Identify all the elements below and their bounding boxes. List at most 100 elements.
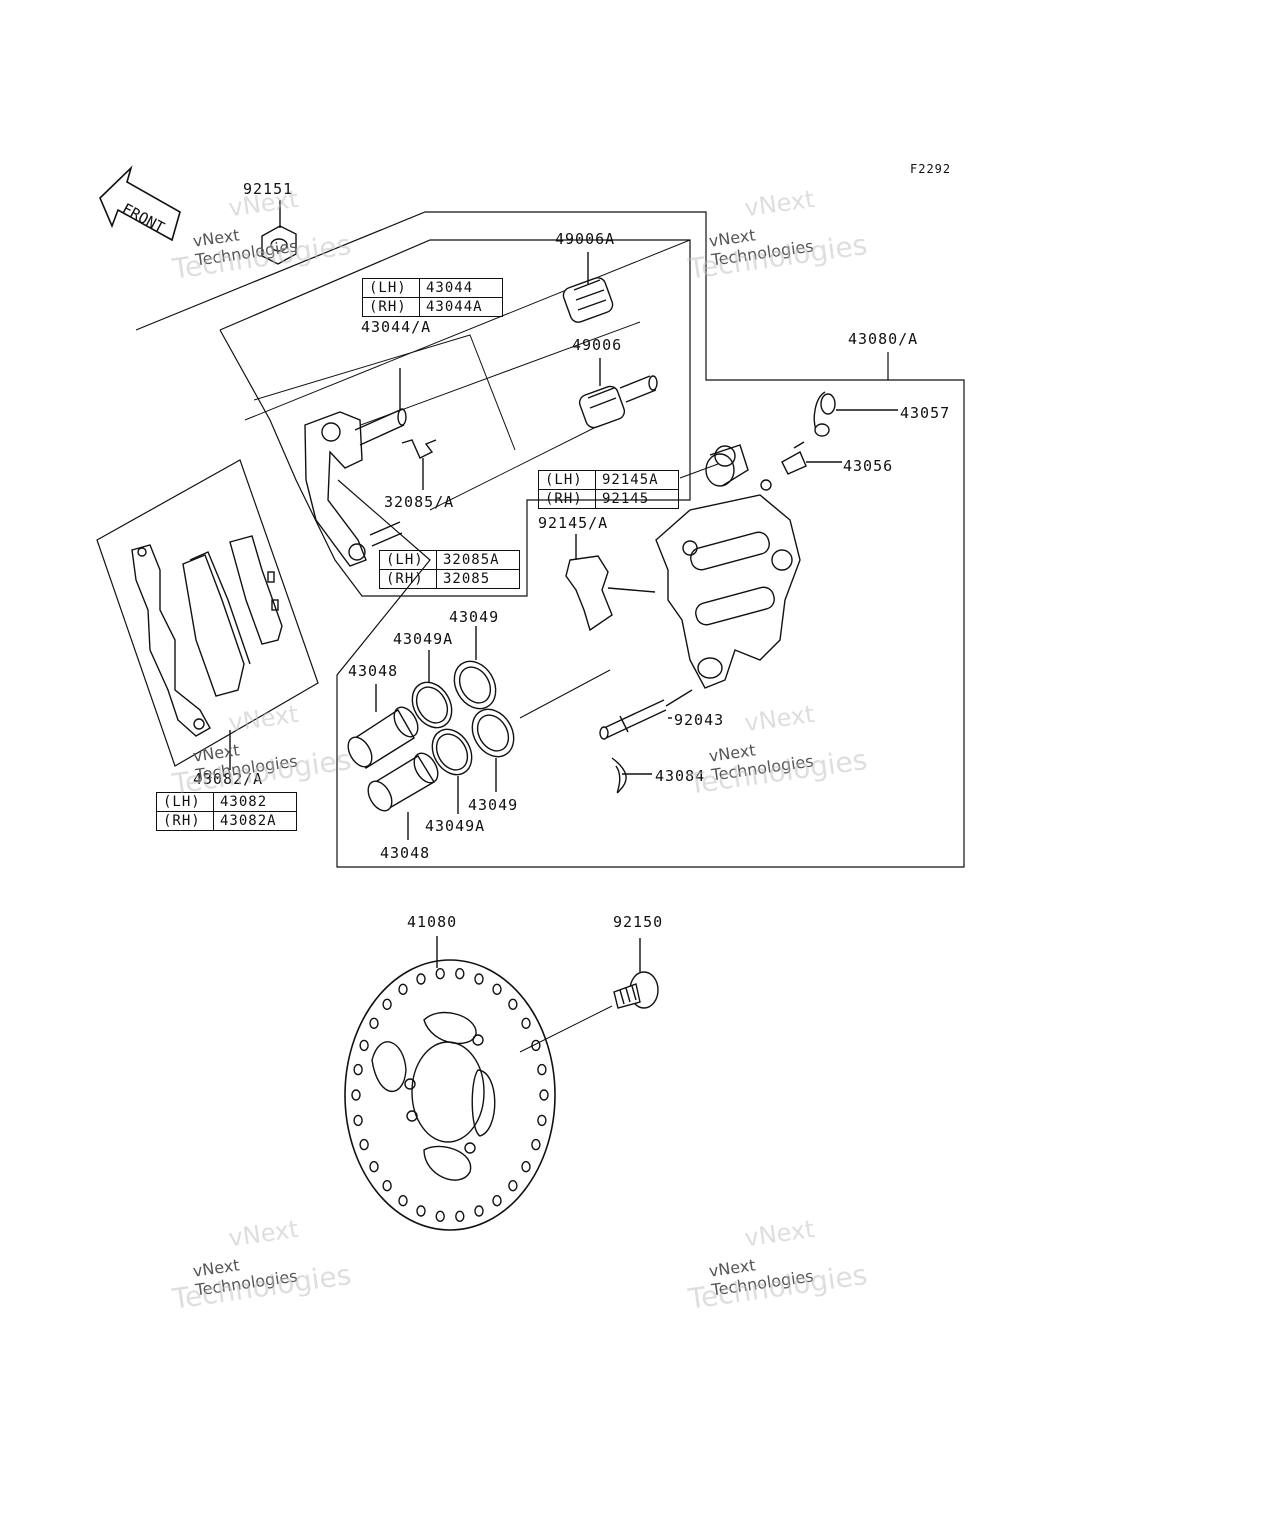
bleeder-cap-43057 bbox=[813, 391, 898, 437]
disc-hole bbox=[382, 998, 392, 1010]
callout-43048-top: 43048 bbox=[348, 662, 399, 680]
disc-hole bbox=[508, 998, 518, 1010]
table-cell-part: 43082A bbox=[213, 811, 297, 831]
figure-code: F2292 bbox=[910, 162, 952, 176]
pad-spring-92145 bbox=[565, 534, 656, 632]
brake-pad-inner bbox=[182, 551, 251, 697]
table-cell-side: (LH) bbox=[156, 792, 214, 812]
callout-43049-top: 43049 bbox=[449, 608, 500, 626]
disc-hole bbox=[521, 1160, 531, 1173]
disc-hole bbox=[531, 1039, 541, 1052]
brake-pad-outer bbox=[229, 535, 283, 645]
disc-hole bbox=[537, 1114, 547, 1127]
disc-vent-holes bbox=[351, 968, 549, 1223]
callout-43082-A: 43082/A bbox=[193, 770, 264, 788]
table-row: (LH)43082 bbox=[156, 792, 297, 812]
disc-hole bbox=[435, 968, 445, 980]
callout-43044-A: 43044/A bbox=[361, 318, 432, 336]
caliper-assembly-outline bbox=[135, 211, 965, 868]
disc-hole bbox=[353, 1114, 363, 1127]
table-cell-side: (LH) bbox=[538, 470, 596, 490]
table-cell-side: (LH) bbox=[362, 278, 420, 298]
table-row: (LH)92145A bbox=[538, 470, 679, 490]
disc-hole bbox=[539, 1089, 549, 1101]
callout-92145-A: 92145/A bbox=[538, 514, 609, 532]
disc-hole bbox=[351, 1089, 361, 1101]
disc-hole bbox=[537, 1063, 547, 1076]
front-arrow-icon: FRONT bbox=[99, 165, 181, 242]
bleeder-valve-43056 bbox=[781, 441, 842, 475]
pad-group-outline bbox=[96, 459, 319, 767]
piston-43048-lower bbox=[367, 752, 439, 840]
disc-hole bbox=[521, 1017, 531, 1029]
callout-32085-A: 32085/A bbox=[384, 493, 455, 511]
disc-hole bbox=[492, 983, 502, 995]
disc-hole bbox=[353, 1063, 363, 1076]
table-cell-side: (RH) bbox=[362, 297, 420, 317]
disc-hole bbox=[369, 1160, 379, 1173]
callout-43056: 43056 bbox=[843, 457, 894, 475]
seal-43049A-lower bbox=[431, 728, 473, 814]
disc-hole bbox=[398, 1194, 408, 1207]
seal-43049-lower bbox=[471, 708, 515, 792]
nut-92151 bbox=[261, 200, 297, 265]
seal-43049A-upper bbox=[411, 650, 453, 729]
disc-hole bbox=[369, 1017, 379, 1029]
disc-hole bbox=[455, 968, 465, 980]
disc-hole bbox=[474, 973, 484, 985]
caliper-body-43080 bbox=[655, 444, 801, 689]
callout-43049A-top: 43049A bbox=[393, 630, 454, 648]
disc-hole bbox=[531, 1138, 541, 1151]
table-row: (RH)43082A bbox=[156, 811, 297, 831]
brake-disc-41080 bbox=[344, 936, 613, 1231]
disc-hole bbox=[416, 1205, 426, 1217]
callout-49006A: 49006A bbox=[555, 230, 616, 248]
caliper-bracket-43044 bbox=[304, 368, 407, 567]
seal-43049-upper bbox=[453, 626, 497, 710]
disc-hole bbox=[474, 1205, 484, 1217]
table-row: (RH)43044A bbox=[362, 297, 503, 317]
callout-43084: 43084 bbox=[655, 767, 706, 785]
pad-pin-92043 bbox=[599, 689, 693, 740]
disc-hole bbox=[398, 983, 408, 995]
table-cell-side: (RH) bbox=[379, 569, 437, 589]
table-cell-part: 32085A bbox=[436, 550, 520, 570]
disc-hole bbox=[416, 973, 426, 985]
table-cell-side: (RH) bbox=[538, 489, 596, 509]
disc-bolt-92150 bbox=[613, 938, 659, 1009]
disc-hole bbox=[455, 1210, 465, 1223]
snap-pin-43084 bbox=[611, 757, 652, 794]
spring-clip-32085 bbox=[401, 439, 437, 490]
table-cell-part: 43044 bbox=[419, 278, 503, 298]
table-cell-part: 32085 bbox=[436, 569, 520, 589]
callout-43048-bottom: 43048 bbox=[380, 844, 431, 862]
disc-hole bbox=[435, 1210, 445, 1223]
table-row: (LH)32085A bbox=[379, 550, 520, 570]
callout-49006: 49006 bbox=[572, 336, 623, 354]
disc-hole bbox=[359, 1039, 369, 1052]
table-row: (RH)92145 bbox=[538, 489, 679, 509]
boot-49006A bbox=[562, 252, 614, 323]
table-cell-part: 43044A bbox=[419, 297, 503, 317]
variant-table-43082: (LH)43082 (RH)43082A bbox=[156, 792, 297, 831]
callout-43057: 43057 bbox=[900, 404, 951, 422]
variant-table-43044: (LH)43044 (RH)43044A bbox=[362, 278, 503, 317]
disc-hole bbox=[359, 1138, 369, 1151]
table-cell-side: (LH) bbox=[379, 550, 437, 570]
callout-92151: 92151 bbox=[243, 180, 294, 198]
callout-92150: 92150 bbox=[613, 913, 664, 931]
disc-hole bbox=[382, 1179, 392, 1192]
callout-43049-bottom: 43049 bbox=[468, 796, 519, 814]
bracket-group-outline bbox=[219, 239, 691, 597]
table-cell-part: 43082 bbox=[213, 792, 297, 812]
callout-41080: 41080 bbox=[407, 913, 458, 931]
piston-43048-upper bbox=[347, 684, 419, 770]
callout-92043: 92043 bbox=[674, 711, 725, 729]
brake-pad-shim bbox=[131, 544, 211, 737]
table-cell-part: 92145A bbox=[595, 470, 679, 490]
table-cell-part: 92145 bbox=[595, 489, 679, 509]
disc-hole bbox=[508, 1179, 518, 1192]
table-row: (LH)43044 bbox=[362, 278, 503, 298]
table-row: (RH)32085 bbox=[379, 569, 520, 589]
